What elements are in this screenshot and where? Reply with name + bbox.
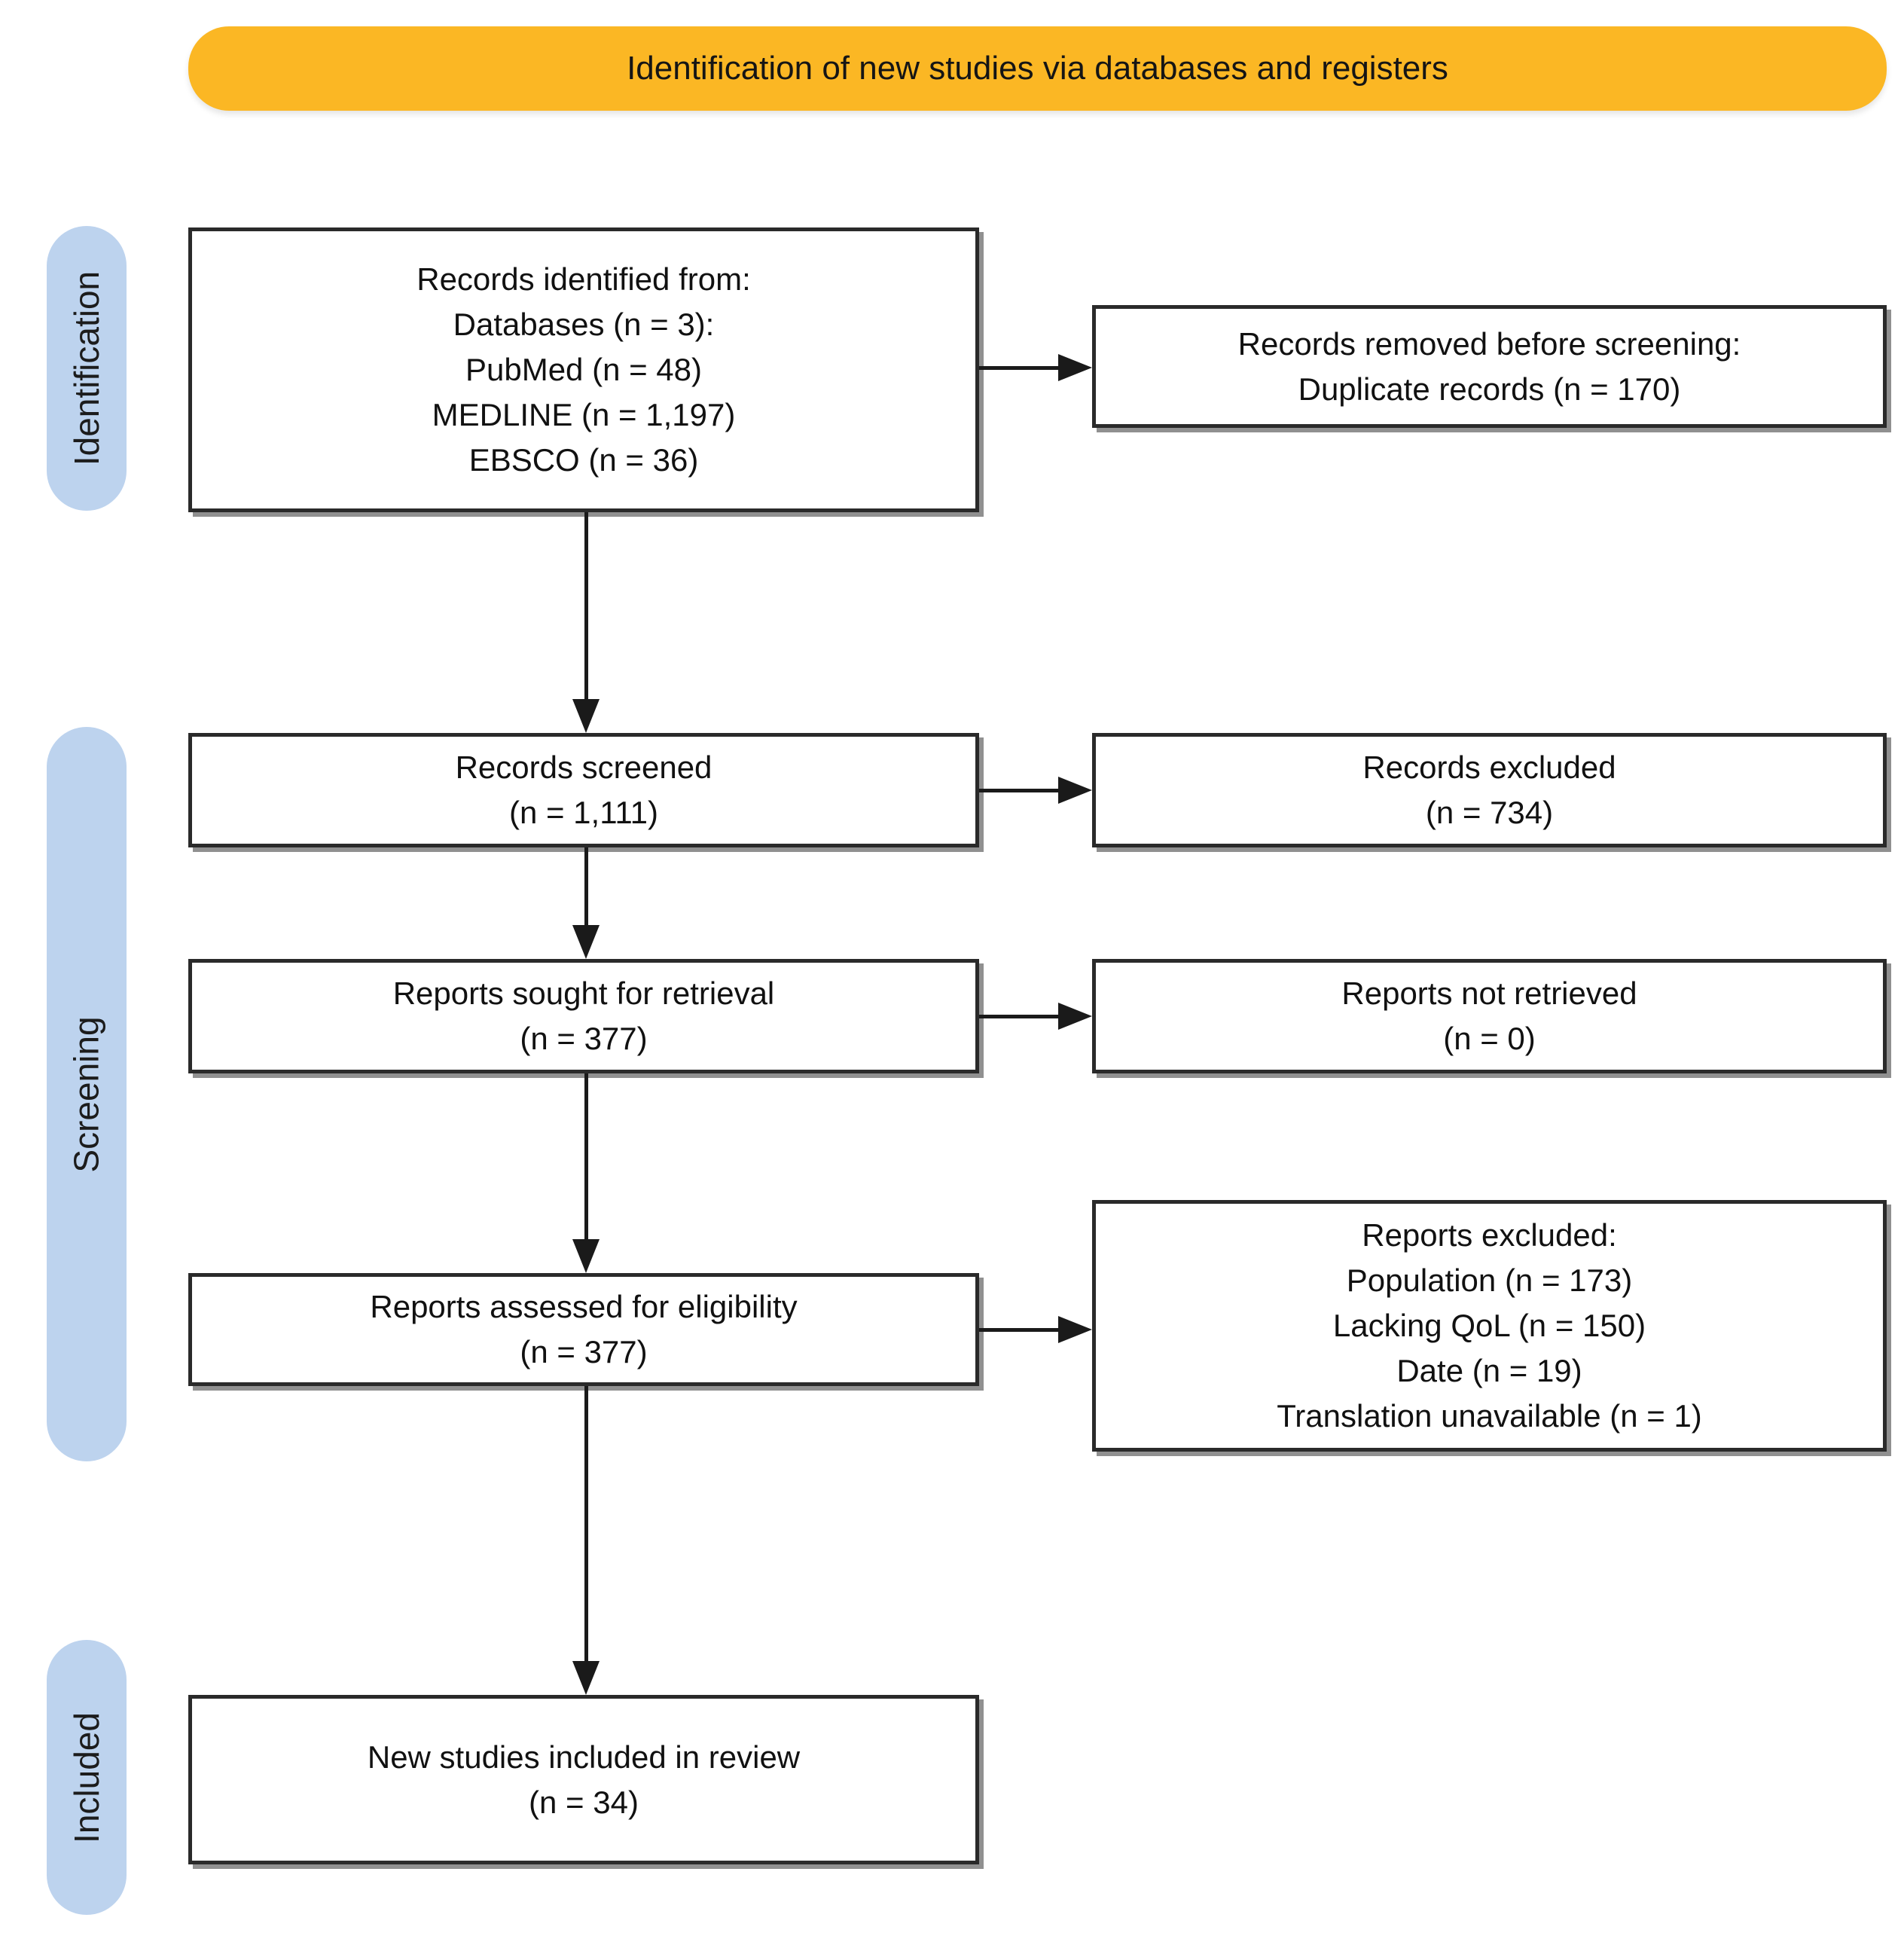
records-identified-line: MEDLINE (n = 1,197) bbox=[432, 397, 736, 432]
records-screened-box: Records screened (n = 1,111) bbox=[188, 733, 979, 847]
diagram-title: Identification of new studies via databa… bbox=[627, 50, 1448, 87]
reports-excluded-box: Reports excluded: Population (n = 173) L… bbox=[1092, 1200, 1887, 1452]
new-studies-included-box: New studies included in review (n = 34) bbox=[188, 1695, 979, 1864]
reports-sought-line: (n = 377) bbox=[520, 1021, 648, 1056]
arrowhead-right-icon bbox=[1058, 1003, 1092, 1030]
arrowhead-down-icon bbox=[572, 1239, 600, 1273]
arrowhead-right-icon bbox=[1058, 1316, 1092, 1343]
stage-pill-included: Included bbox=[47, 1640, 127, 1915]
new-studies-included-line: New studies included in review bbox=[367, 1739, 801, 1775]
reports-excluded-line: Date (n = 19) bbox=[1396, 1353, 1582, 1388]
arrowhead-down-icon bbox=[572, 699, 600, 733]
stage-label-screening: Screening bbox=[67, 1015, 107, 1173]
arrowhead-right-icon bbox=[1058, 777, 1092, 804]
new-studies-included-line: (n = 34) bbox=[529, 1784, 639, 1820]
records-removed-line: Records removed before screening: bbox=[1237, 325, 1741, 362]
reports-sought-box: Reports sought for retrieval (n = 377) bbox=[188, 959, 979, 1073]
reports-excluded-line: Lacking QoL (n = 150) bbox=[1332, 1308, 1646, 1343]
records-identified-box: Records identified from: Databases (n = … bbox=[188, 227, 979, 512]
records-identified-line: EBSCO (n = 36) bbox=[468, 442, 699, 478]
records-removed-box: Records removed before screening: Duplic… bbox=[1092, 305, 1887, 428]
arrowhead-down-icon bbox=[572, 925, 600, 959]
reports-excluded-line: Population (n = 173) bbox=[1346, 1263, 1633, 1298]
stage-pill-identification: Identification bbox=[47, 226, 127, 511]
records-identified-line: PubMed (n = 48) bbox=[465, 352, 702, 387]
records-screened-line: Records screened bbox=[455, 750, 712, 785]
records-removed-line: Duplicate records (n = 170) bbox=[1298, 371, 1681, 407]
records-excluded-box: Records excluded (n = 734) bbox=[1092, 733, 1887, 847]
reports-not-retrieved-line: Reports not retrieved bbox=[1341, 976, 1637, 1011]
records-identified-line: Databases (n = 3): bbox=[453, 307, 715, 342]
diagram-title-banner: Identification of new studies via databa… bbox=[188, 26, 1887, 111]
reports-assessed-box: Reports assessed for eligibility (n = 37… bbox=[188, 1273, 979, 1386]
stage-label-included: Included bbox=[67, 1711, 107, 1843]
records-excluded-line: Records excluded bbox=[1362, 750, 1616, 785]
reports-assessed-line: (n = 377) bbox=[520, 1334, 648, 1369]
reports-sought-line: Reports sought for retrieval bbox=[392, 976, 775, 1011]
stage-label-identification: Identification bbox=[67, 270, 106, 466]
arrowhead-down-icon bbox=[572, 1661, 600, 1695]
reports-not-retrieved-line: (n = 0) bbox=[1443, 1021, 1536, 1056]
reports-excluded-line: Reports excluded: bbox=[1362, 1217, 1617, 1253]
records-screened-line: (n = 1,111) bbox=[508, 795, 659, 830]
reports-assessed-line: Reports assessed for eligibility bbox=[370, 1289, 798, 1324]
stage-pill-screening: Screening bbox=[47, 727, 127, 1461]
arrowhead-right-icon bbox=[1058, 354, 1092, 381]
reports-not-retrieved-box: Reports not retrieved (n = 0) bbox=[1092, 959, 1887, 1073]
records-excluded-line: (n = 734) bbox=[1425, 795, 1554, 830]
reports-excluded-line: Translation unavailable (n = 1) bbox=[1277, 1398, 1702, 1434]
records-identified-line: Records identified from: bbox=[416, 261, 751, 297]
